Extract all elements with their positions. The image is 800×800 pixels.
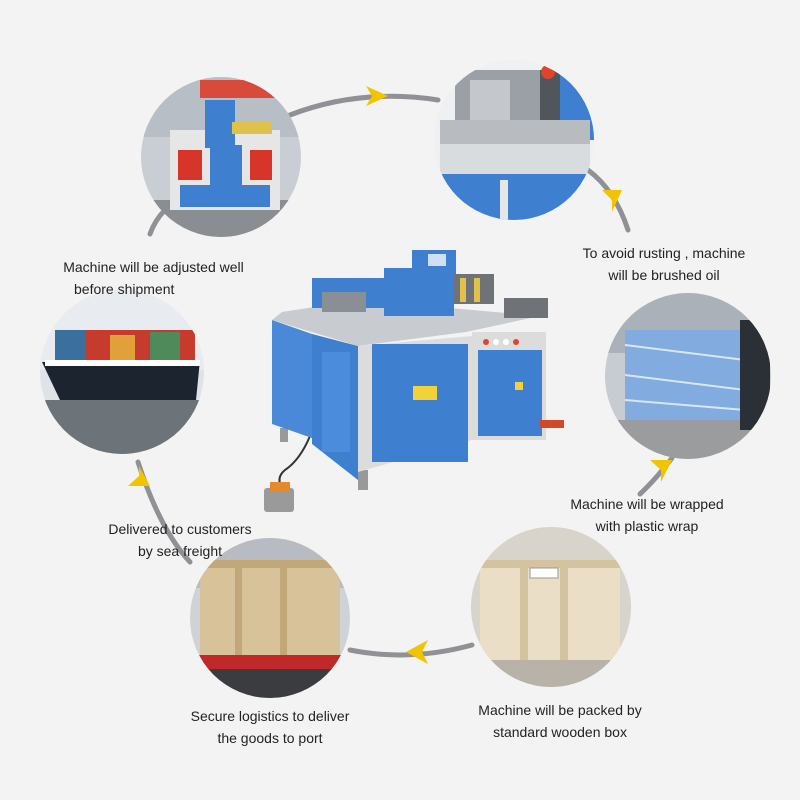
wooden-box-photo	[471, 527, 631, 687]
caption-wrap: Machine will be wrapped with plastic wra…	[552, 493, 742, 537]
caption-sea: Delivered to customers by sea freight	[90, 518, 270, 562]
machine-factory-photo	[141, 77, 301, 237]
caption-box-line-2: standard wooden box	[493, 724, 627, 740]
machine-closeup-photo	[434, 60, 594, 220]
cargo-ship-photo	[40, 290, 204, 454]
arrow-right-icon	[366, 86, 388, 106]
arc-oil-to-wrap	[585, 167, 631, 233]
caption-box: Machine will be packed by standard woode…	[470, 699, 650, 743]
arc-adjust-to-oil	[287, 93, 441, 118]
caption-adjust: Machine will be adjusted well before shi…	[46, 256, 261, 300]
arc-sea-to-adjust	[147, 207, 168, 237]
arrow-down-icon	[602, 190, 622, 212]
caption-adjust-line-1: Machine will be adjusted well	[63, 259, 244, 275]
caption-logistics: Secure logistics to deliver the goods to…	[180, 705, 360, 749]
caption-adjust-line-2: before shipment	[74, 281, 175, 297]
caption-logistics-line-1: Secure logistics to deliver	[190, 708, 350, 724]
busbar-machine-photo	[264, 250, 564, 512]
caption-logistics-line-2: the goods to port	[217, 730, 323, 746]
arrow-up-icon	[128, 466, 150, 486]
arrow-down-icon	[650, 460, 672, 482]
caption-oil-line-2: will be brushed oil	[608, 267, 720, 283]
caption-box-line-1: Machine will be packed by	[478, 702, 642, 718]
arc-box-to-logistics	[347, 642, 475, 658]
caption-wrap-line-1: Machine will be wrapped	[570, 496, 724, 512]
caption-sea-line-1: Delivered to customers	[108, 521, 252, 537]
caption-wrap-line-2: with plastic wrap	[595, 518, 699, 534]
caption-oil-line-1: To avoid rusting , machine	[582, 245, 746, 261]
arrow-left-icon	[406, 640, 428, 664]
flow-arrows	[128, 86, 672, 664]
caption-oil: To avoid rusting , machine will be brush…	[564, 242, 764, 286]
caption-sea-line-2: by sea freight	[137, 543, 223, 559]
truck-crate-photo	[190, 538, 350, 698]
plastic-wrap-photo	[605, 293, 771, 459]
